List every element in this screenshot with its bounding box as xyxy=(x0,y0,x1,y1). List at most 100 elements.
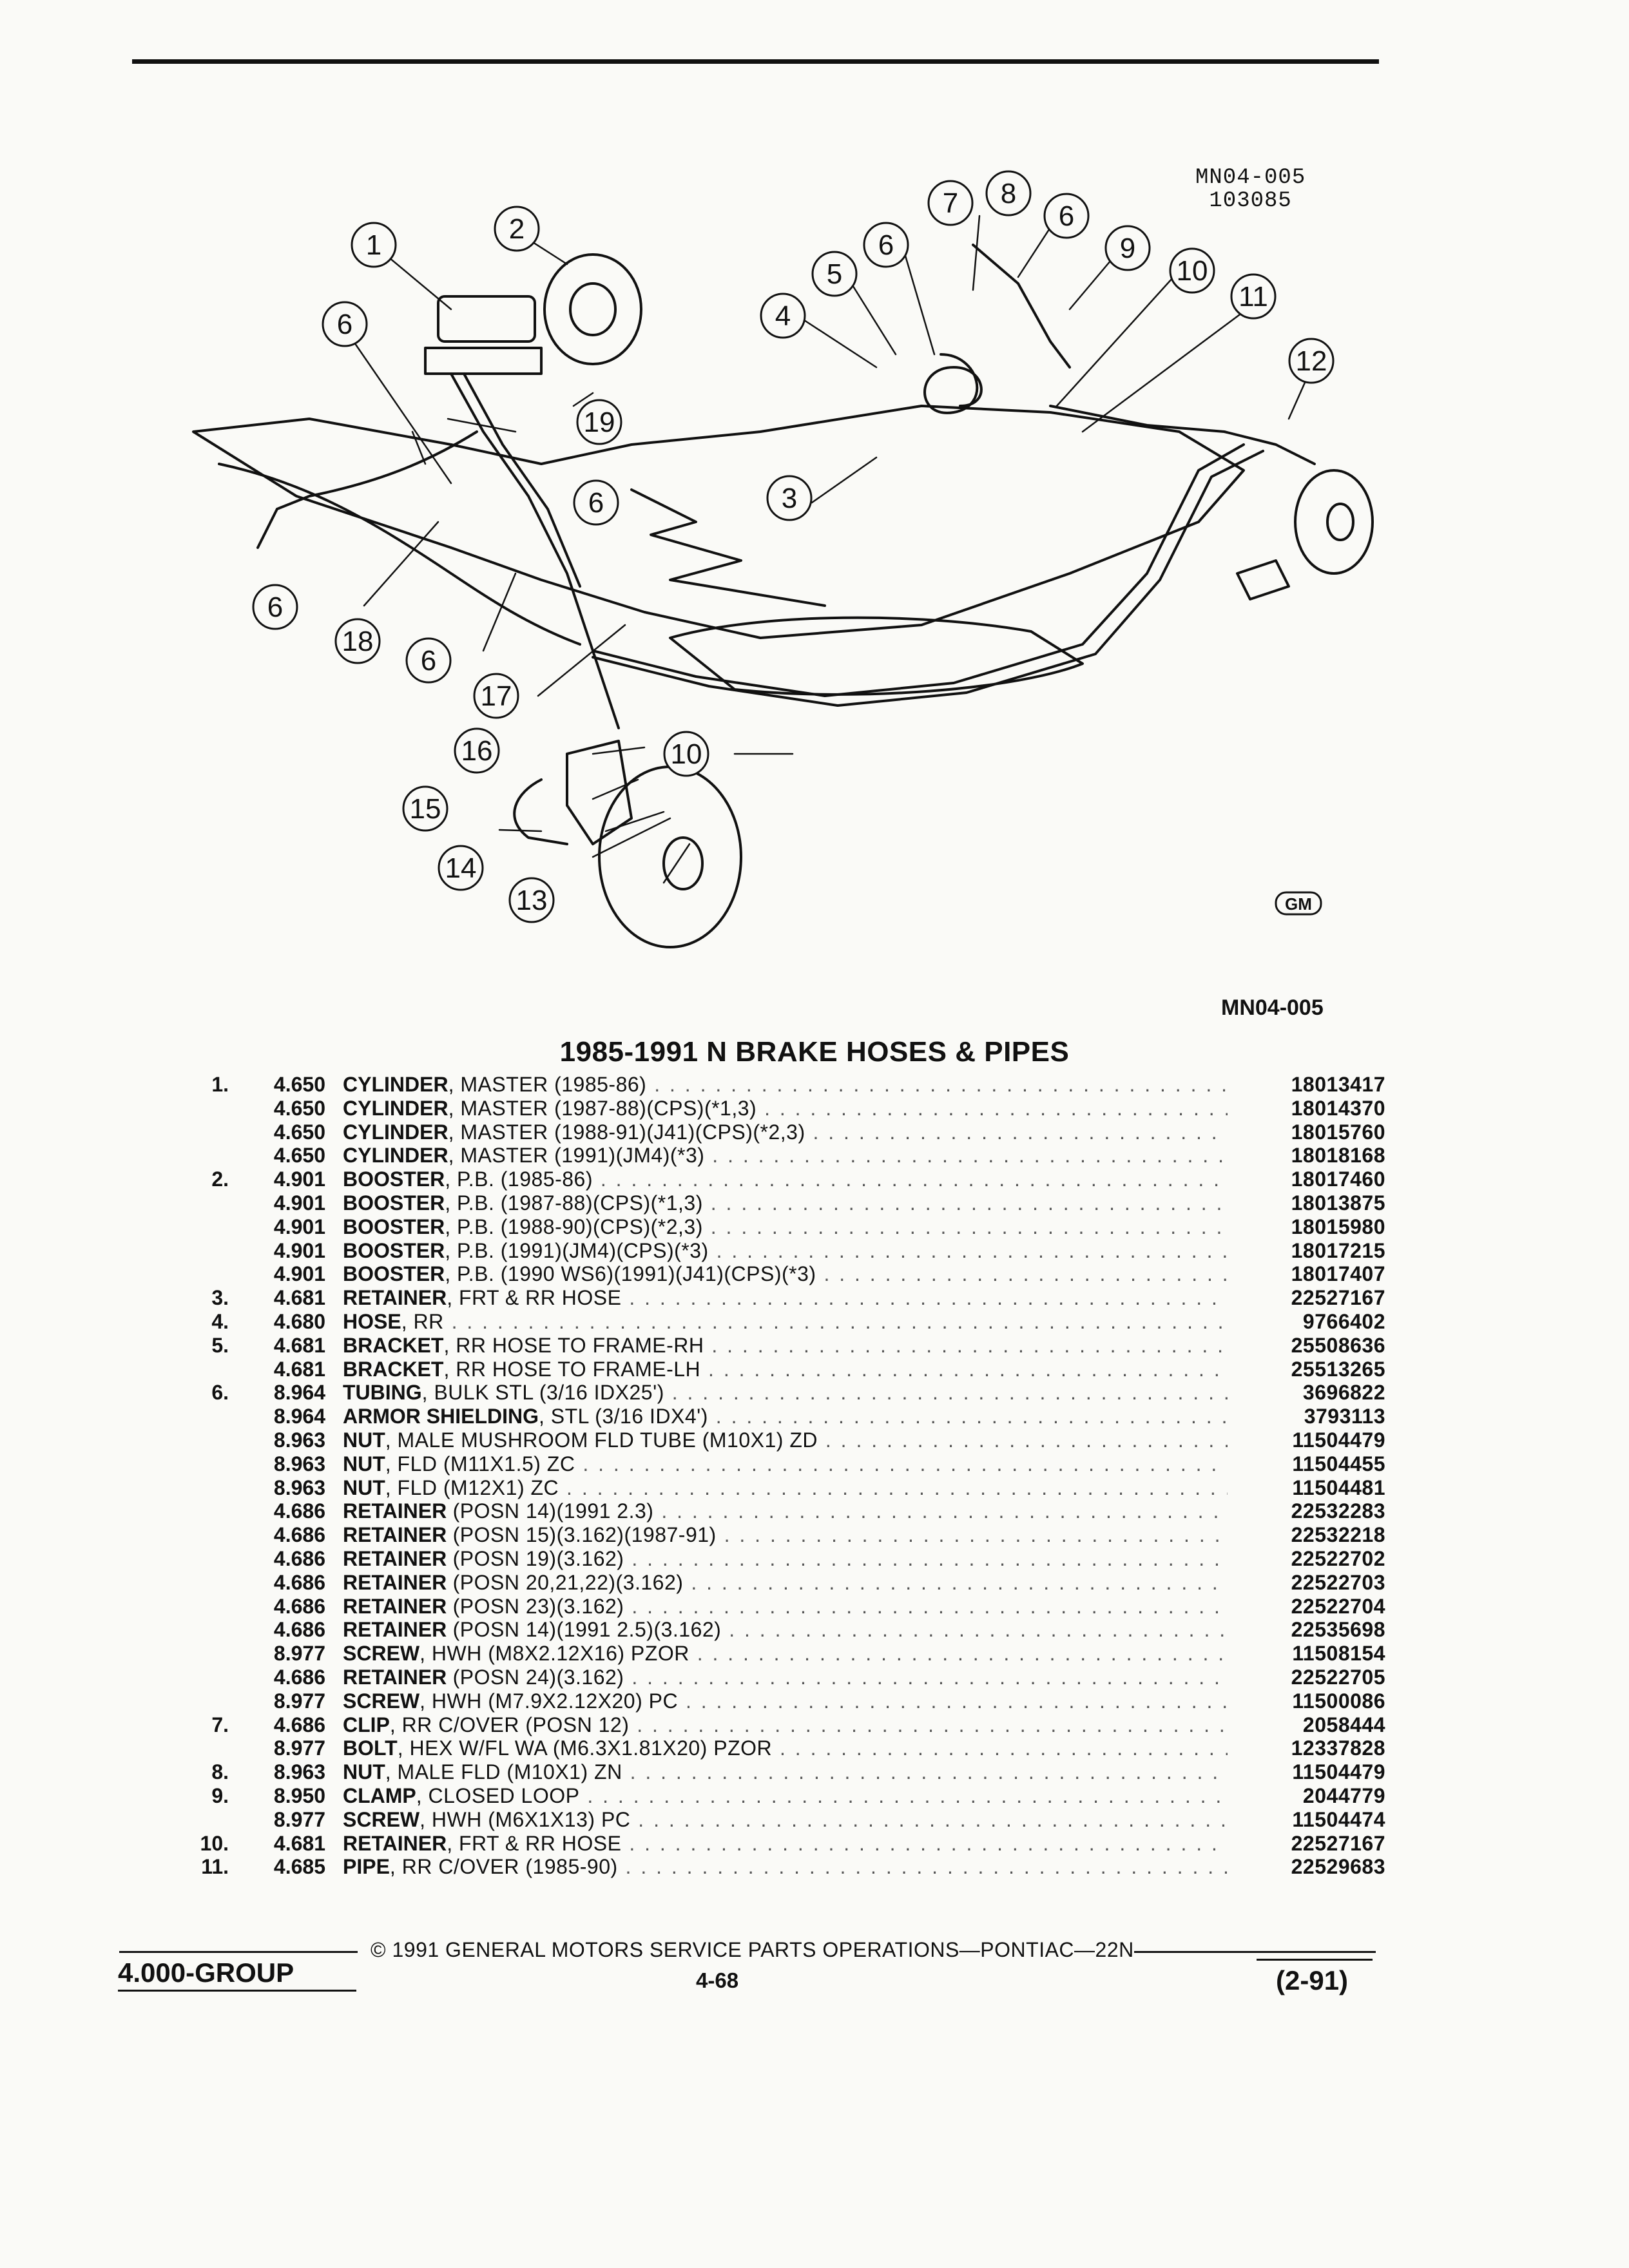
tunnel-break-line xyxy=(630,488,826,607)
part-number: 22522705 xyxy=(1291,1665,1385,1689)
group-number: 4.686 xyxy=(273,1499,325,1523)
part-description: CLIP, RR C/OVER (POSN 12) . . . . . . . … xyxy=(343,1713,1228,1737)
part-description: NUT, FLD (M12X1) ZC . . . . . . . . . . … xyxy=(343,1476,1228,1500)
part-name: SCREW xyxy=(343,1689,420,1713)
group-number: 4.686 xyxy=(273,1523,325,1547)
rear-hose xyxy=(972,244,1071,369)
part-description: RETAINER (POSN 19)(3.162) . . . . . . . … xyxy=(343,1547,1228,1571)
group-number: 4.650 xyxy=(273,1144,325,1168)
part-spec: , RR C/OVER (1985-90) xyxy=(389,1855,618,1879)
group-number: 8.950 xyxy=(273,1783,325,1807)
part-spec: , HWH (M6X1X13) PC xyxy=(419,1807,631,1831)
leader-dots: . . . . . . . . . . . . . . . . . . . . … xyxy=(710,1215,1228,1238)
callout-4: 4 xyxy=(760,293,806,339)
group-number: 4.901 xyxy=(273,1238,325,1262)
part-number: 18014370 xyxy=(1291,1096,1385,1120)
callout-6f: 6 xyxy=(1043,193,1090,239)
callout-16: 16 xyxy=(454,727,500,774)
part-name: BOOSTER xyxy=(343,1191,445,1215)
master-cylinder-body xyxy=(424,347,543,375)
leader-dots: . . . . . . . . . . . . . . . . . . . . … xyxy=(708,1357,1228,1381)
part-number: 12337828 xyxy=(1291,1736,1385,1760)
part-spec: (POSN 23)(3.162) xyxy=(447,1594,624,1618)
callout-10a-label: 10 xyxy=(1177,255,1208,287)
callout-6e: 6 xyxy=(863,222,909,268)
rear-brake-drum xyxy=(1294,469,1374,575)
callout-8-label: 8 xyxy=(1001,178,1016,209)
group-number: 4.686 xyxy=(273,1618,325,1642)
leader-dots: . . . . . . . . . . . . . . . . . . . . … xyxy=(764,1096,1228,1120)
callout-2-label: 2 xyxy=(509,213,525,245)
part-number: 18013875 xyxy=(1291,1191,1385,1215)
part-spec: , FRT & RR HOSE xyxy=(447,1831,622,1855)
group-number: 4.686 xyxy=(273,1570,325,1594)
revision-date: (2-91) xyxy=(1276,1965,1349,1995)
part-description: RETAINER (POSN 23)(3.162) . . . . . . . … xyxy=(343,1595,1228,1619)
part-number: 18017215 xyxy=(1291,1238,1385,1262)
figure-code-line1: MN04-005 xyxy=(1195,166,1306,190)
callout-1: 1 xyxy=(351,222,397,268)
callout-5: 5 xyxy=(811,251,858,297)
leader-dots: . . . . . . . . . . . . . . . . . . . . … xyxy=(729,1618,1228,1642)
part-description: BRACKET, RR HOSE TO FRAME-RH . . . . . .… xyxy=(343,1334,1228,1358)
leader-dots: . . . . . . . . . . . . . . . . . . . . … xyxy=(654,1073,1228,1096)
leader-dots: . . . . . . . . . . . . . . . . . . . . … xyxy=(712,1144,1228,1168)
callout-6d: 6 xyxy=(405,637,452,684)
parts-row: 4.686 RETAINER (POSN 15)(3.162)(1987-91) … xyxy=(193,1523,1385,1547)
part-name: BOOSTER xyxy=(343,1168,445,1191)
part-number: 11504479 xyxy=(1292,1760,1385,1784)
part-description: RETAINER (POSN 24)(3.162) . . . . . . . … xyxy=(343,1666,1228,1689)
group-number: 8.964 xyxy=(273,1405,325,1428)
part-number: 22532283 xyxy=(1291,1499,1385,1523)
part-number: 25513265 xyxy=(1291,1357,1385,1381)
group-number: 4.686 xyxy=(273,1665,325,1689)
part-description: RETAINER (POSN 15)(3.162)(1987-91) . . .… xyxy=(343,1523,1228,1547)
leader-dots: . . . . . . . . . . . . . . . . . . . . … xyxy=(691,1570,1228,1594)
callout-18-label: 18 xyxy=(342,626,374,657)
part-spec: , MALE MUSHROOM FLD TUBE (M10X1) ZD xyxy=(385,1428,818,1452)
figure-code-line2: 103085 xyxy=(1209,189,1292,213)
part-spec: , P.B. (1990 WS6)(1991)(J41)(CPS)(*3) xyxy=(445,1262,816,1286)
part-description: BOOSTER, P.B. (1988-90)(CPS)(*2,3) . . .… xyxy=(343,1215,1228,1239)
callout-11-label: 11 xyxy=(1239,281,1268,312)
part-number: 11504481 xyxy=(1292,1475,1385,1499)
callout-5-label: 5 xyxy=(827,258,842,290)
callout-6a-label: 6 xyxy=(337,309,352,340)
group-number: 8.977 xyxy=(273,1689,325,1713)
front-brake-hub xyxy=(662,836,704,890)
callout-17: 17 xyxy=(473,673,519,719)
leader-dots: . . . . . . . . . . . . . . . . . . . . … xyxy=(825,1428,1228,1452)
part-name: NUT xyxy=(343,1428,385,1452)
part-number: 18013417 xyxy=(1291,1073,1385,1096)
part-number: 18018168 xyxy=(1291,1144,1385,1168)
group-number: 4.901 xyxy=(273,1168,325,1191)
leader-dots: . . . . . . . . . . . . . . . . . . . . … xyxy=(631,1665,1228,1689)
group-number: 4.901 xyxy=(273,1215,325,1238)
callout-7: 7 xyxy=(927,180,974,226)
part-name: BRACKET xyxy=(343,1333,444,1357)
part-description: NUT, MALE MUSHROOM FLD TUBE (M10X1) ZD .… xyxy=(343,1428,1228,1452)
part-name: RETAINER xyxy=(343,1523,447,1547)
footer-rule-right xyxy=(1134,1951,1376,1953)
brake-booster-hub xyxy=(569,282,617,336)
leader-dots: . . . . . . . . . . . . . . . . . . . . … xyxy=(715,1405,1228,1428)
part-name: BOOSTER xyxy=(343,1238,445,1262)
part-spec: , RR xyxy=(401,1309,444,1333)
part-name: RETAINER xyxy=(343,1546,447,1570)
group-number: 4.680 xyxy=(273,1309,325,1333)
part-name: BOLT xyxy=(343,1736,398,1760)
